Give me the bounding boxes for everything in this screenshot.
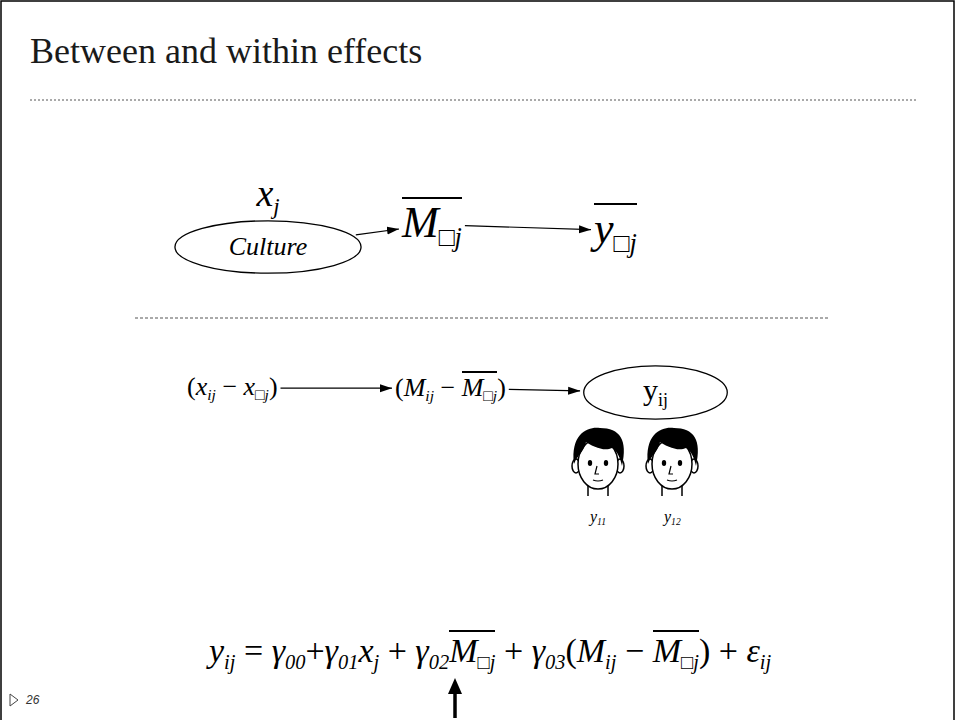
- math-symbol: ): [497, 373, 506, 402]
- math-symbol: =: [235, 632, 271, 669]
- math-symbol: ) +: [699, 632, 747, 669]
- math-subscript: 03: [545, 651, 565, 673]
- math-symbol: y: [590, 508, 597, 525]
- math-subscript: □j: [681, 651, 699, 673]
- math-symbol: M: [577, 632, 605, 669]
- overline-group: M□j: [462, 371, 497, 405]
- math-subscript: ij: [760, 651, 771, 673]
- math-symbol: y: [643, 373, 658, 406]
- level-separator: [135, 318, 828, 319]
- math-symbol: −: [434, 373, 462, 402]
- math-subscript: 12: [671, 516, 681, 527]
- node-label: M□j: [402, 197, 462, 252]
- math-subscript: ij: [605, 651, 616, 673]
- math-symbol: M: [462, 373, 484, 402]
- node-label: yij: [643, 373, 668, 411]
- flow-arrow: [281, 388, 393, 389]
- math-symbol: (: [395, 373, 404, 402]
- ellipse-body: yij: [643, 373, 668, 411]
- math-subscript: ij: [224, 651, 235, 673]
- math-symbol: x: [256, 172, 273, 214]
- math-subscript: □j: [477, 651, 495, 673]
- ellipse-outline: yij: [583, 365, 728, 420]
- overline-group: y□j: [594, 203, 637, 258]
- node-label: (xij − x□j): [187, 372, 278, 404]
- math-subscript: ij: [425, 387, 434, 404]
- math-symbol: +: [305, 632, 324, 669]
- math-symbol: M: [449, 632, 477, 669]
- node-label: (Mij − M□j): [395, 371, 506, 405]
- model-equation: yij = γ00+γ01xj + γ02M□j + γ03(Mij − M□j…: [209, 630, 771, 674]
- person-face: [572, 428, 624, 496]
- flow-arrow: [356, 229, 399, 235]
- page-marker: [10, 694, 18, 706]
- pointer-arrow: [448, 678, 462, 718]
- math-symbol: M: [402, 198, 439, 247]
- person-label: y11: [590, 508, 606, 527]
- math-term: M□j: [402, 197, 462, 252]
- math-symbol: y: [209, 632, 224, 669]
- math-symbol: γ: [532, 632, 545, 669]
- math-subscript: 11: [597, 516, 606, 527]
- math-subscript: 01: [338, 651, 358, 673]
- math-subscript: 02: [429, 651, 449, 673]
- ellipse-line: [175, 221, 361, 273]
- title-rule: [30, 100, 918, 101]
- math-symbol: x: [358, 632, 373, 669]
- math-term: (xij − x□j): [187, 372, 278, 404]
- math-symbol: x: [196, 372, 208, 401]
- math-symbol: γ: [415, 632, 428, 669]
- math-subscript: □j: [439, 222, 462, 252]
- math-symbol: (: [187, 372, 196, 401]
- math-subscript: ij: [658, 391, 668, 411]
- math-subscript: j: [273, 194, 279, 219]
- overline-group: M□j: [402, 197, 462, 252]
- node-label: y□j: [594, 203, 637, 258]
- math-symbol: ε: [746, 632, 759, 669]
- math-symbol: ): [269, 372, 278, 401]
- person-label: y12: [664, 508, 681, 527]
- math-subscript: □j: [483, 387, 497, 404]
- math-symbol: −: [616, 632, 652, 669]
- math-symbol: 26: [26, 693, 39, 707]
- math-subscript: □j: [255, 386, 269, 403]
- math-symbol: γ: [325, 632, 338, 669]
- ellipse-line: [584, 366, 728, 419]
- math-subscript: □j: [614, 228, 637, 258]
- math-term: (Mij − M□j): [395, 371, 506, 405]
- math-symbol: −: [216, 372, 244, 401]
- math-symbol: Culture: [229, 232, 307, 261]
- math-symbol: M: [653, 632, 681, 669]
- math-subscript: j: [374, 651, 380, 673]
- math-symbol: γ: [272, 632, 285, 669]
- node-label: Culture: [229, 232, 307, 262]
- math-symbol: (: [565, 632, 576, 669]
- person-face: [646, 428, 698, 496]
- math-symbol: +: [495, 632, 531, 669]
- page-number: 26: [26, 693, 39, 707]
- math-term: y□j: [594, 203, 637, 258]
- overline-group: M□j: [653, 630, 699, 674]
- math-symbol: x: [244, 372, 256, 401]
- math-symbol: +: [379, 632, 415, 669]
- math-subscript: 00: [285, 651, 305, 673]
- math-symbol: y: [594, 204, 614, 253]
- flow-arrow: [509, 389, 580, 391]
- slide-title: Between and within effects: [30, 30, 422, 72]
- math-symbol: y: [664, 508, 671, 525]
- math-subscript: ij: [207, 386, 216, 403]
- outcome-ellipse: yij: [583, 365, 728, 420]
- ellipse-outline: Culture: [174, 220, 362, 274]
- flow-arrow: [465, 226, 591, 230]
- math-symbol: M: [404, 373, 426, 402]
- culture-ellipse: xjCulture: [174, 171, 362, 274]
- overline-group: M□j: [449, 630, 495, 674]
- node-heading: xj: [256, 171, 279, 220]
